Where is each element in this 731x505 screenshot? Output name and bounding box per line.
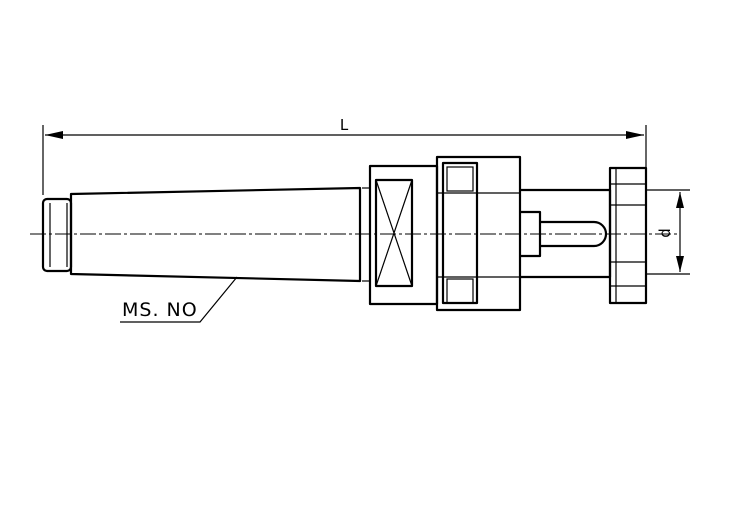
diameter-dimension: d — [646, 189, 690, 275]
collet-nut — [435, 155, 522, 312]
taper-callout-label: MS. NO — [122, 299, 198, 321]
length-dimension: L — [42, 116, 647, 195]
end-flange — [608, 166, 648, 305]
taper-shank — [69, 186, 362, 283]
taper-callout: MS. NO — [120, 276, 238, 323]
wrench-flats — [362, 164, 439, 306]
shank-end — [41, 197, 73, 273]
diameter-label: d — [656, 228, 674, 238]
length-label: L — [340, 116, 349, 134]
